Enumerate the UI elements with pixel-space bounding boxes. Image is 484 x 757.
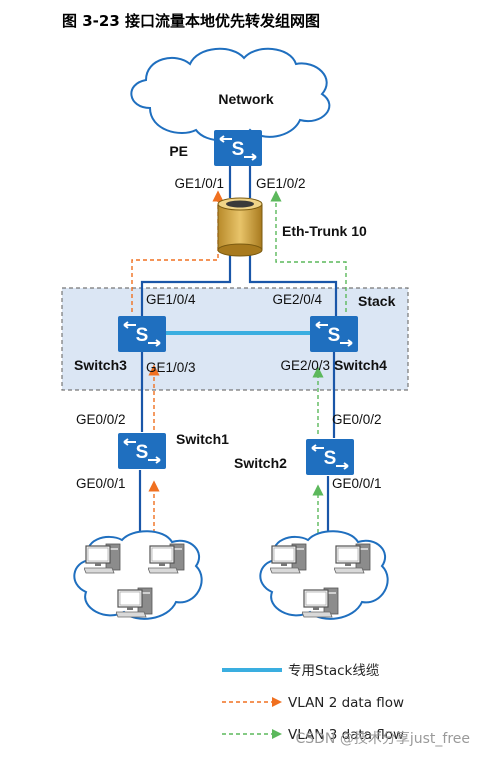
eth-trunk-icon [217, 197, 263, 257]
eth-trunk-label: Eth-Trunk 10 [282, 223, 367, 239]
pc-icon [148, 543, 185, 574]
pc-icon [84, 543, 121, 574]
switch3-label: Switch3 [74, 357, 127, 373]
legend-vlan3-arrow [272, 729, 282, 739]
legend-vlan2: VLAN 2 data flow [288, 695, 404, 711]
vlan3-flow [270, 190, 347, 540]
legend: 专用Stack线缆 VLAN 2 data flow VLAN 3 data f… [222, 663, 404, 743]
pc-icon [334, 543, 371, 574]
pc-icon [116, 587, 153, 618]
pe-port-left: GE1/0/1 [174, 176, 224, 191]
pe-port-right: GE1/0/2 [256, 176, 306, 191]
switch1-label: Switch1 [176, 431, 229, 447]
pe-switch-icon[interactable] [214, 130, 262, 166]
switch2-port-down: GE0/0/1 [332, 476, 382, 491]
switch1-icon[interactable] [118, 432, 166, 470]
figure-title: 图 3-23 接口流量本地优先转发组网图 [62, 12, 320, 30]
switch1-port-down: GE0/0/1 [76, 476, 126, 491]
switch4-icon[interactable] [310, 316, 358, 352]
pe-label: PE [169, 143, 188, 159]
stack-label: Stack [358, 293, 396, 309]
switch2-label: Switch2 [234, 455, 287, 471]
switch2-icon[interactable] [306, 438, 354, 476]
switch3-port-down: GE1/0/3 [146, 360, 196, 375]
switch4-port-up: GE2/0/4 [272, 292, 322, 307]
switch3-port-up: GE1/0/4 [146, 292, 196, 307]
legend-vlan3: VLAN 3 data flow [288, 727, 404, 743]
left-pc-group [73, 530, 203, 620]
legend-vlan2-arrow [272, 697, 282, 707]
watermark: CSDN @技术分享just_free [295, 730, 470, 747]
network-label: Network [218, 91, 273, 107]
switch3-icon[interactable] [118, 316, 166, 352]
switch4-port-down: GE2/0/3 [280, 358, 330, 373]
switch2-port-up: GE0/0/2 [332, 412, 382, 427]
switch4-label: Switch4 [334, 357, 387, 373]
pc-icon [270, 543, 307, 574]
switch1-port-up: GE0/0/2 [76, 412, 126, 427]
pc-icon [302, 587, 339, 618]
right-pc-group [259, 530, 389, 620]
legend-stack-cable: 专用Stack线缆 [288, 663, 380, 679]
